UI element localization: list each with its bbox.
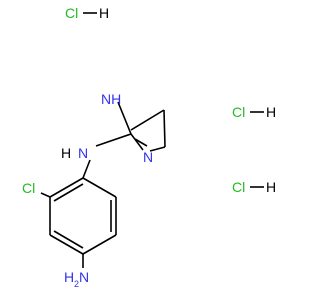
- molecule-diagram: Cl H Cl H Cl H: [22, 5, 276, 289]
- ring-bond-c5-c4: [163, 109, 166, 148]
- benzene-bond-c4-c3: [49, 234, 84, 255]
- hcl-bot-cl: Cl: [232, 179, 245, 195]
- hcl-bot: Cl H: [232, 179, 276, 195]
- benzene-bond-c1-c6: [82, 177, 117, 198]
- hcl-top-h: H: [99, 5, 109, 21]
- ring-bond-n1-c5: [130, 109, 165, 131]
- atom-ring-n: N: [143, 149, 153, 165]
- hcl-bot-h: H: [266, 179, 276, 195]
- hcl-top: Cl H: [65, 5, 109, 21]
- ring-bond-n1-c2: [117, 101, 132, 135]
- atom-chloro: Cl: [22, 180, 35, 196]
- atom-amine-n: N: [79, 269, 89, 285]
- imidazoline-ring: [117, 101, 166, 152]
- hcl-mid-h: H: [266, 104, 276, 120]
- benzene-bond-c5-c4: [82, 234, 117, 255]
- atom-bridge-n: N: [78, 145, 88, 161]
- hcl-top-cl: Cl: [65, 5, 78, 21]
- bond-c2-cl: [40, 192, 51, 198]
- benzene-bond-c2-c1-double: [53, 183, 84, 202]
- bond-bridge-n-c1: [82, 159, 91, 179]
- ring-bond-c2-n3-double: [134, 138, 148, 147]
- hcl-mid-cl: Cl: [232, 104, 245, 120]
- benzene-bond-c4-c3-double: [53, 230, 84, 249]
- atom-bridge-h: H: [61, 145, 71, 161]
- benzene-bond-c2-c1: [49, 177, 84, 198]
- atom-amine-h-count: 2: [74, 279, 79, 289]
- hcl-mid: Cl H: [232, 104, 276, 120]
- ring-bond-c4-n3: [149, 146, 166, 152]
- atom-amine-h: H: [64, 269, 74, 285]
- atom-ring-nh: NH: [101, 91, 121, 107]
- benzene-ring: [49, 177, 117, 255]
- bond-c2-bridge-n: [95, 133, 132, 147]
- ring-bond-c2-n3: [130, 133, 144, 151]
